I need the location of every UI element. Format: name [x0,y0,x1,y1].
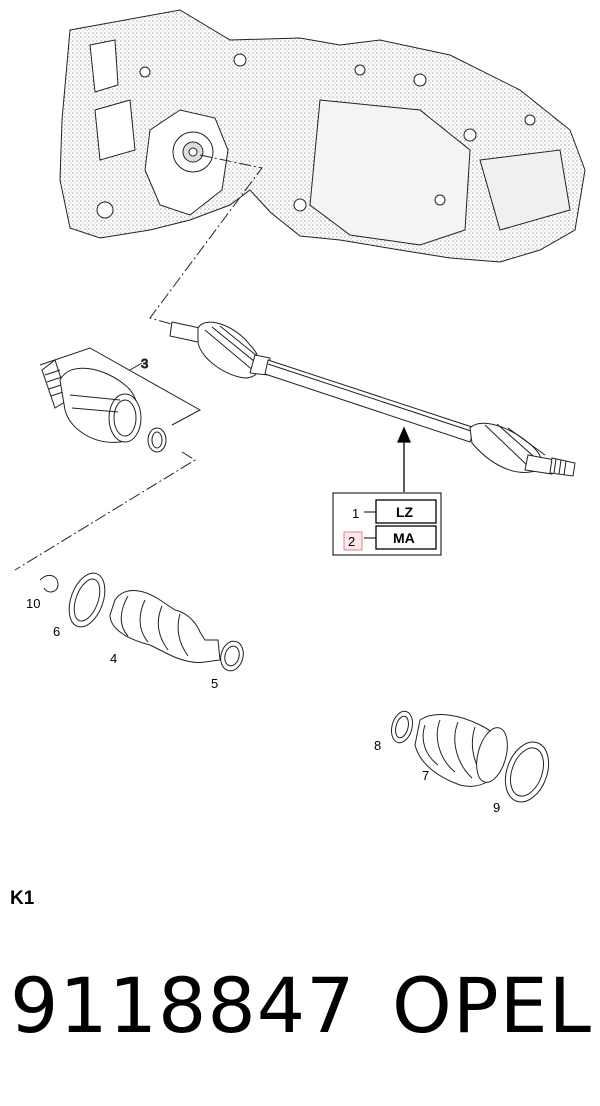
callout-9: 9 [493,800,500,815]
section-code: K1 [10,888,35,909]
highlight-box [343,531,363,551]
callout-4: 4 [110,651,117,666]
callout-7: 7 [422,768,429,783]
callout-5: 5 [211,676,218,691]
variant-table: LZ MA 1 2 [332,492,442,556]
callout-3: 3 [141,356,148,371]
callout-2: 2 [348,534,355,549]
arrow-to-table [397,426,411,492]
transmission-housing [59,9,586,263]
variant-label-ma: MA [393,530,415,546]
drive-shaft-assembly [169,321,576,477]
boot-kit-inner: 8 7 9 [374,710,550,815]
callout-10: 10 [26,596,40,611]
boot-kit-outer: 10 6 4 5 [26,572,244,691]
variant-label-lz: LZ [396,504,414,520]
brand-name: OPEL [392,961,593,1050]
part-number: 9118847 [10,961,356,1050]
exploded-parts-diagram: LZ MA 1 2 3 10 6 4 5 8 [14,9,586,815]
cv-joint-outer: 3 [14,347,202,571]
callout-1: 1 [352,506,359,521]
callout-8: 8 [374,738,381,753]
callout-6: 6 [53,624,60,639]
installation-guide-line [149,154,263,326]
